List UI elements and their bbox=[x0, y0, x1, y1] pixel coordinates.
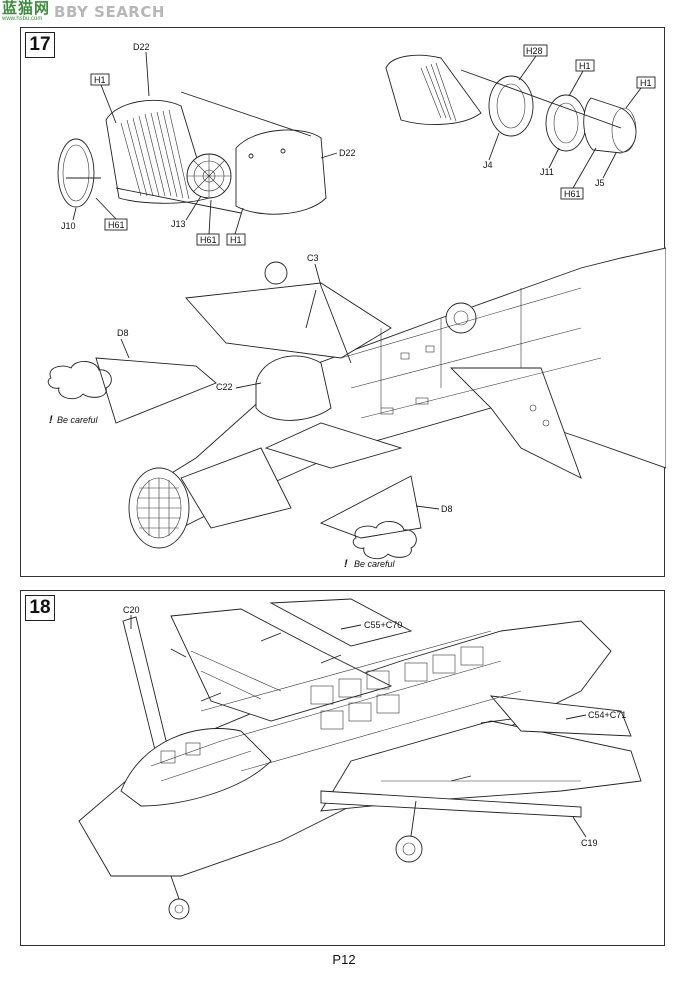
part-exhaust-tube bbox=[385, 54, 482, 125]
horizontal-stabilizer-18 bbox=[269, 598, 413, 647]
ventral-fin bbox=[264, 422, 403, 469]
wing-right bbox=[449, 367, 582, 479]
watermark-logo: 蓝猫网 www.hsbu.com bbox=[2, 1, 50, 23]
ring-j10 bbox=[57, 138, 95, 208]
part-j4 bbox=[488, 75, 534, 137]
cloud-left bbox=[47, 361, 112, 400]
label-c54-c71: C54+C71 bbox=[588, 710, 626, 720]
label-h61-mid: H61 bbox=[200, 235, 217, 245]
step-18-illustration: C20 C55+C70 C54+C71 C19 bbox=[78, 598, 642, 920]
assembly-arrows bbox=[170, 632, 512, 782]
page-number: P12 bbox=[332, 952, 356, 967]
horizontal-stabilizer-left bbox=[185, 282, 392, 359]
landing-gear-wheel-rear bbox=[264, 261, 288, 285]
label-d8-right: D8 bbox=[441, 504, 453, 514]
warning-mark-right: ! bbox=[344, 558, 348, 570]
label-c19: C19 bbox=[581, 838, 598, 848]
label-c55-c70: C55+C70 bbox=[364, 620, 402, 630]
label-c20: C20 bbox=[123, 605, 140, 615]
part-d22-shell-right bbox=[235, 129, 327, 215]
label-h1-mid: H1 bbox=[230, 235, 242, 245]
label-h28: H28 bbox=[526, 46, 543, 56]
label-d22-right: D22 bbox=[339, 148, 356, 158]
wing-right-18 bbox=[320, 720, 642, 812]
part-c19 bbox=[320, 790, 582, 818]
label-h61-right: H61 bbox=[564, 189, 581, 199]
part-c22-fairing bbox=[255, 355, 332, 421]
label-j5: J5 bbox=[595, 178, 605, 188]
watermark-search-text: BBY SEARCH bbox=[54, 3, 165, 21]
watermark-logo-text: 蓝猫网 bbox=[2, 0, 51, 17]
main-gear-wheel bbox=[395, 835, 423, 863]
step-17-panel: 17 D22 H1 D22 J10 bbox=[20, 27, 666, 577]
wing-left bbox=[170, 608, 393, 722]
canopy bbox=[120, 728, 272, 807]
part-d8-left bbox=[95, 357, 217, 424]
step-18-number: 18 bbox=[25, 595, 55, 621]
label-d22-top: D22 bbox=[133, 42, 150, 52]
nose-gear-wheel bbox=[168, 898, 190, 920]
part-d8-right bbox=[319, 475, 422, 539]
watermark-url: www.hsbu.com bbox=[2, 16, 43, 22]
label-d8-left: D8 bbox=[117, 328, 129, 338]
step-18-panel: 18 bbox=[20, 590, 665, 946]
label-j13: J13 bbox=[171, 219, 186, 229]
label-c3: C3 bbox=[307, 253, 319, 263]
step-17-illustration: D22 H1 D22 J10 H61 J13 H61 H1 H28 bbox=[47, 42, 666, 570]
step-17-number: 17 bbox=[25, 32, 55, 58]
label-h1-right-b: H1 bbox=[640, 78, 652, 88]
landing-gear-wheel-main bbox=[445, 302, 477, 334]
warning-text-left: Be careful bbox=[57, 415, 99, 425]
warning-mark-left: ! bbox=[49, 414, 53, 426]
label-j11: J11 bbox=[540, 167, 554, 177]
label-h1-right-a: H1 bbox=[579, 61, 591, 71]
label-h1-left: H1 bbox=[94, 75, 106, 85]
warning-text-right: Be careful bbox=[354, 559, 396, 569]
panel-lines-18 bbox=[190, 630, 581, 782]
label-c22: C22 bbox=[216, 382, 233, 392]
label-j4: J4 bbox=[483, 160, 493, 170]
label-j10: J10 bbox=[61, 221, 76, 231]
part-j5-nozzle bbox=[583, 97, 637, 154]
engine-section bbox=[180, 447, 292, 529]
label-h61-left: H61 bbox=[108, 220, 125, 230]
cloud-right bbox=[352, 521, 417, 560]
watermark: 蓝猫网 www.hsbu.com BBY SEARCH bbox=[0, 0, 165, 24]
